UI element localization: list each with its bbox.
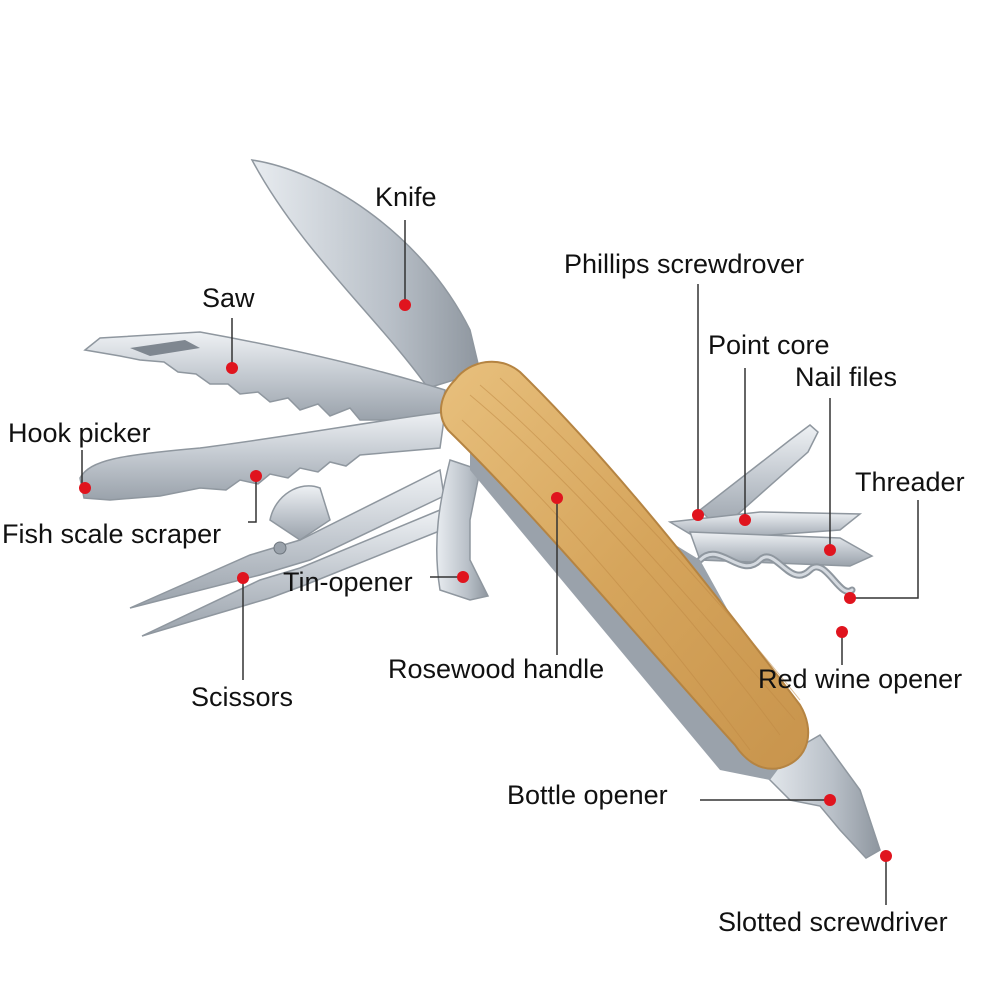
marker-hook-picker [79, 482, 91, 494]
saw-blade [83, 331, 446, 421]
labels: Knife Saw Hook picker Fish scale scraper… [2, 182, 965, 937]
marker-dots [79, 299, 892, 862]
marker-rosewood-handle [551, 492, 563, 504]
label-knife: Knife [375, 182, 437, 212]
marker-tin-opener [457, 571, 469, 583]
label-fish-scale-scraper: Fish scale scraper [2, 519, 221, 549]
marker-point-core [739, 514, 751, 526]
leader-lines [81, 220, 919, 905]
tool-artwork [79, 159, 881, 859]
marker-threader [844, 592, 856, 604]
label-nail-files: Nail files [795, 362, 897, 392]
rosewood-handle-body [439, 360, 810, 770]
label-red-wine-opener: Red wine opener [758, 664, 962, 694]
bottle-opener-blade [758, 734, 881, 859]
label-threader: Threader [855, 467, 965, 497]
label-hook-picker: Hook picker [8, 418, 151, 448]
label-phillips-screwdriver: Phillips screwdrover [564, 249, 804, 279]
label-rosewood-handle: Rosewood handle [388, 654, 604, 684]
marker-scissors [237, 572, 249, 584]
marker-nail-files [824, 544, 836, 556]
leader-threader [850, 500, 919, 599]
label-scissors: Scissors [191, 682, 293, 712]
label-point-core: Point core [708, 330, 830, 360]
wood-grain [461, 377, 801, 751]
nail-file-blade [688, 531, 874, 567]
marker-phillips [692, 509, 704, 521]
marker-slotted-screwdriver [880, 850, 892, 862]
scissors-blade-upper [129, 468, 445, 609]
marker-fish-scale-scraper [250, 470, 262, 482]
scissors-pivot [273, 541, 287, 555]
marker-bottle-opener [824, 794, 836, 806]
label-saw: Saw [202, 283, 255, 313]
corkscrew-core [698, 552, 854, 593]
scraper-blade [79, 411, 446, 501]
marker-saw [226, 362, 238, 374]
leader-fish-scale-scraper [248, 477, 257, 523]
label-slotted-screwdriver: Slotted screwdriver [718, 907, 948, 937]
saw-slot [130, 340, 200, 356]
label-tin-opener: Tin-opener [283, 567, 413, 597]
marker-red-wine-opener [836, 626, 848, 638]
tin-opener-blade [436, 459, 490, 601]
scissors-arm [269, 485, 331, 541]
label-bottle-opener: Bottle opener [507, 780, 668, 810]
marker-knife [399, 299, 411, 311]
